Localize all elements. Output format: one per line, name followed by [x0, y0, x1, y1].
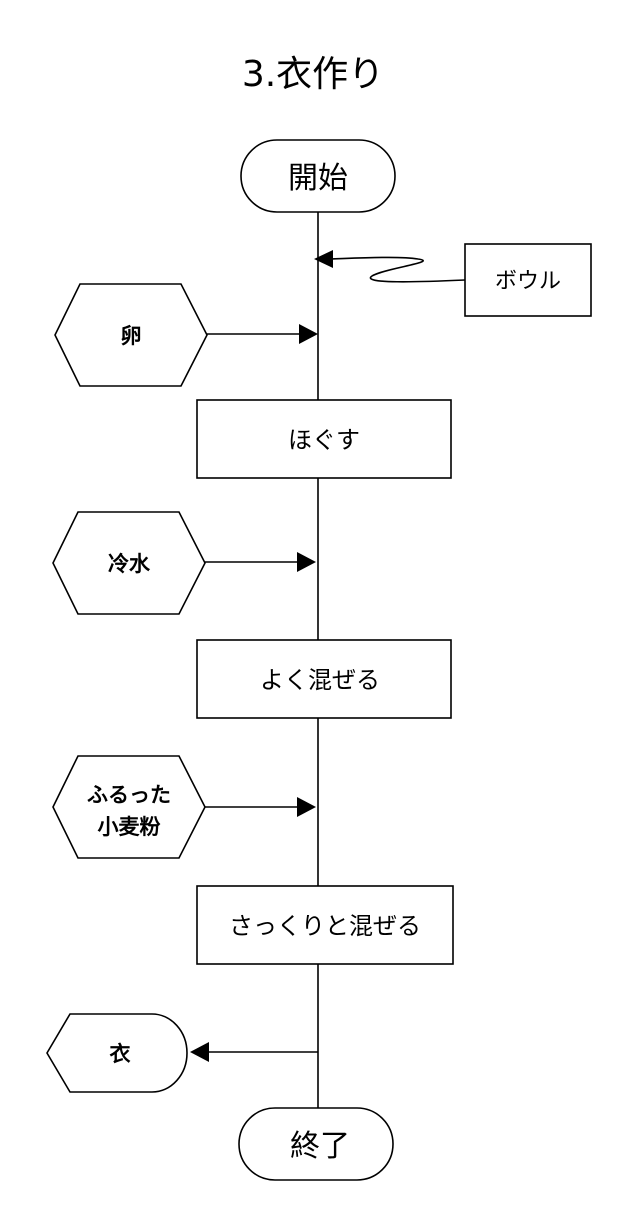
input-label-flour-line2: 小麦粉 — [98, 815, 161, 839]
input-hexagon-flour: ふるった 小麦粉 — [52, 755, 206, 859]
input-label-flour-line1: ふるった — [87, 783, 171, 807]
process-label-mix-lightly: さっくりと混ぜる — [229, 912, 421, 940]
start-label: 開始 — [288, 161, 348, 196]
start-terminator: 開始 — [240, 139, 396, 213]
output-arrowhead — [190, 1042, 209, 1062]
tool-box-bowl: ボウル — [464, 243, 592, 317]
process-box-mix-lightly: さっくりと混ぜる — [196, 885, 454, 965]
process-label-loosen: ほぐす — [288, 426, 360, 454]
input-arrowhead-egg — [299, 324, 318, 344]
tool-label: ボウル — [495, 269, 561, 294]
process-box-mix-well: よく混ぜる — [196, 639, 452, 719]
diagram-title: 3.衣作り — [242, 54, 384, 95]
output-label: 衣 — [110, 1042, 131, 1066]
tool-arrowhead — [314, 250, 333, 268]
output-shape-batter: 衣 — [46, 1013, 188, 1093]
input-label-egg: 卵 — [121, 324, 142, 348]
input-hexagon-egg: 卵 — [54, 283, 208, 387]
process-label-mix-well: よく混ぜる — [260, 666, 380, 694]
input-arrowhead-cold-water — [297, 552, 316, 572]
tool-connector-line — [329, 256, 466, 283]
input-label-cold-water: 冷水 — [108, 552, 151, 576]
process-box-loosen: ほぐす — [196, 399, 452, 479]
end-terminator: 終了 — [238, 1107, 394, 1181]
end-label: 終了 — [290, 1129, 350, 1164]
input-hexagon-cold-water: 冷水 — [52, 511, 206, 615]
input-arrowhead-flour — [297, 797, 316, 817]
